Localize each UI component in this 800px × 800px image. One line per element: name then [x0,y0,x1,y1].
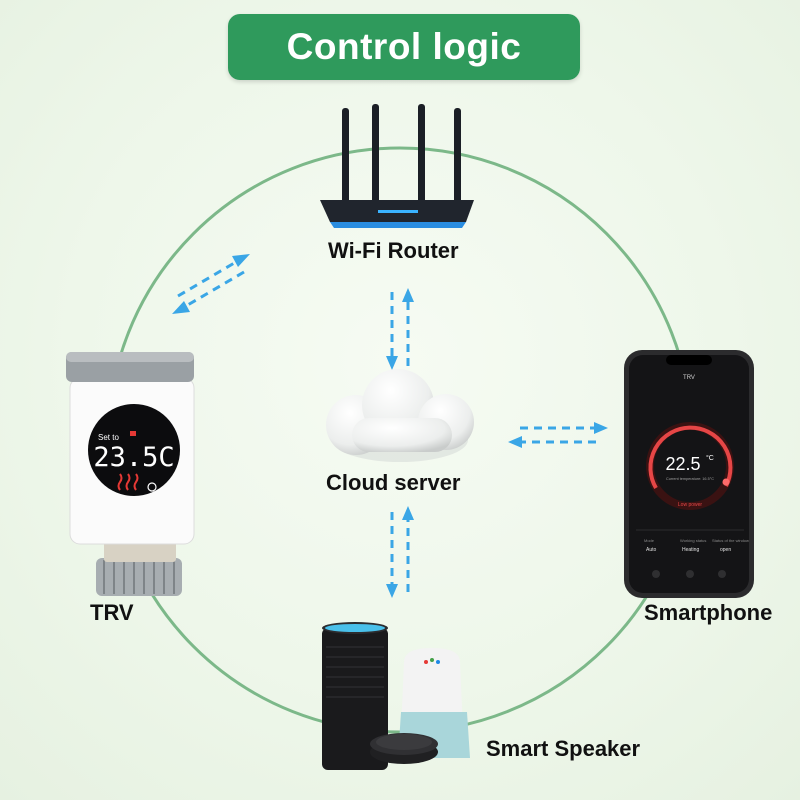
phone-header: TRV [683,375,695,381]
trv-set-label: Set to [98,433,119,442]
trv-device-icon: Set to 23.5C [66,352,195,596]
router-label: Wi-Fi Router [328,238,459,263]
phone-info-label-window: Status of the window [712,538,749,543]
smartphone-icon: TRV 22.5 °C Current temperature: 16.5°C … [624,350,754,598]
phone-status: Low power [678,502,703,508]
phone-info-value-mode: Auto [646,547,657,553]
arrow-cloud-speaker [386,506,414,598]
trv-label: TRV [90,600,134,625]
title-banner: Control logic [228,14,580,80]
trv-temperature: 23.5C [93,442,174,473]
phone-unit: °C [706,454,714,462]
phone-info-value-window: open [720,547,731,553]
smartphone-label: Smartphone [644,600,773,625]
cloud-label: Cloud server [326,470,461,495]
arrow-trv-router [172,254,250,314]
phone-info-label-mode: Mode [644,538,655,543]
smart-speaker-label: Smart Speaker [486,736,641,761]
wifi-router-icon [320,104,474,228]
arrow-cloud-phone [508,422,608,448]
page-title: Control logic [286,26,522,67]
smart-speaker-icon [322,622,470,770]
cloud-server-icon [326,369,474,462]
phone-info-label-working: Working status [680,538,706,543]
phone-info-value-working: Heating [682,547,699,553]
arrow-router-cloud [386,288,414,370]
phone-temperature: 22.5 [665,454,700,474]
phone-sub-label: Current temperature: 16.5°C [666,477,714,481]
